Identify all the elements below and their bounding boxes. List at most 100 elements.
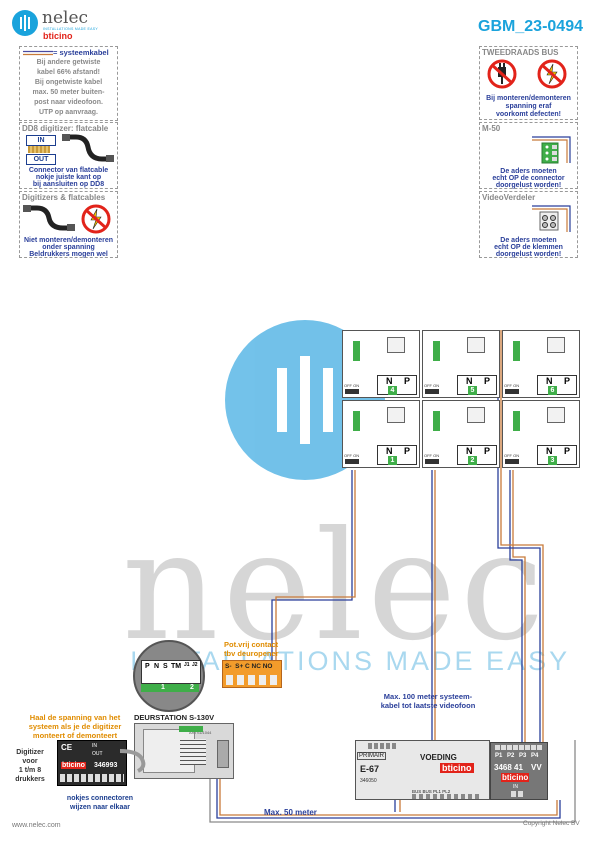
logo-icon [12,10,38,36]
np-box: N P 1 [377,445,417,465]
monitor-screen [387,337,405,353]
monitor-unit: OFF ON N P 2 [422,400,500,468]
power-voeding: VOEDING [420,753,457,762]
vv-port-2: P2 [507,753,515,759]
monitor-switch [345,459,359,464]
pin-p: P [145,663,150,670]
digitizer-side-4: drukkers [15,776,45,783]
door-station-knob [217,740,229,768]
monitor-screen [547,337,565,353]
np-box: N P 2 [457,445,497,465]
flatcable-graphic-2 [23,205,75,231]
note-systeemkabel: = systeemkabel Bij andere getwiste kabel… [19,46,118,121]
door-station-terminals [179,726,203,732]
dd8-out-label: OUT [26,154,56,165]
note-tweedraads: TWEEDRAADS BUS Bij monteren/demonteren s… [479,46,578,120]
flatcable-graphic [62,134,114,162]
vv-top-screws [495,745,543,750]
dd8-in-label: IN [26,135,56,146]
vv-brand: bticino [501,773,530,782]
dd8-connector-graphic [28,146,50,153]
digitizers-line-1: Niet monteren/demonteren [23,237,114,244]
pin-j2: J2 [192,662,198,668]
np-n: N [546,446,553,456]
np-box: N P 5 [457,375,497,395]
systeemkabel-title: = systeemkabel [53,48,109,57]
digitizer-note-3: monteert of demonteert [32,731,118,740]
videoverdeler-line-2: echt OP de klemmen [494,244,563,251]
pin-j1: J1 [184,662,190,668]
power-primair: PRIMAIR [357,752,387,760]
systeemkabel-line-1: Bij andere getwiste [36,59,101,66]
terminal-green-row: 1 2 [141,684,199,692]
m50-module [353,411,360,431]
np-n: N [466,376,473,386]
systeemkabel-line-5: post naar videofoon. [34,99,103,106]
doc-code: GBM_23-0494 [478,18,583,35]
digitizer-flatcable [120,749,146,773]
np-p: P [484,376,491,386]
monitor-switch [505,389,519,394]
digitizer-out: OUT [92,751,103,757]
np-n: N [466,446,473,456]
digitizer-terminals [60,774,124,782]
terminal-block: P N S TM J1 J2 [141,660,201,684]
monitor-switch [425,459,439,464]
digitizers-title: Digitizers & flatcables [22,193,106,202]
power-brand: bticino [440,763,474,773]
vv-in: IN [513,784,518,790]
pin-s: S [163,663,168,670]
power-art: 346050 [360,778,377,784]
contact-screws [226,675,280,685]
no-plug-icon [487,59,517,89]
np-p: P [404,446,411,456]
digitizer-model: 346993 [94,762,118,769]
header-logo: nelec INSTALLATIONS MADE EASY bticino [12,8,122,42]
pin-n: N [154,663,160,670]
footer-website: www.nelec.com [12,822,61,829]
np-box: N P 4 [377,375,417,395]
vv-port-4: P4 [531,753,539,759]
np-p: P [564,446,571,456]
cable-icon [23,50,53,56]
monitor-screen [387,407,405,423]
digitizer-side-3: 1 t/m 8 [18,767,42,774]
video-verdeler: P1 P2 P3 P4 3468 41 VV bticino IN [490,742,548,800]
vv-port-1: P1 [495,753,503,759]
tweedraads-title: TWEEDRAADS BUS [482,48,559,57]
np-box: N P 6 [537,375,577,395]
power-supply: PRIMAIR E-67 VOEDING bticino 346050 BUS … [355,740,490,800]
contact-terminal-block: S- S+ C NC NO [222,660,282,688]
np-p: P [404,376,411,386]
np-p: P [564,376,571,386]
pin-tm: TM [171,663,182,670]
digitizer-note-1: Haal de spanning van het [29,713,121,722]
systeemkabel-line-6: UTP op aanvraag. [38,109,98,116]
digitizer-module: CE IN OUT bticino 346993 [57,740,127,786]
m50-module [433,341,440,361]
door-station-grid [180,739,206,765]
np-p: P [484,446,491,456]
logo-name: nelec [42,8,89,28]
note-videoverdeler: VideoVerdeler De aders moeten echt OP de… [479,191,578,258]
monitor-off-on: OFF ON [424,453,440,458]
power-terminals: BUS BUS PL1 PL2 [412,789,451,794]
np-n: N [386,376,393,386]
vv-model: 3468 41 [494,763,523,772]
distance-label: Max. 50 meter [264,808,317,817]
door-station-title: DEURSTATION S-130V [134,713,215,722]
monitor-switch [345,389,359,394]
tweedraads-line-2: spanning eraf [505,103,552,110]
power-bottom-terminals [412,794,482,799]
contact-title-1: Pot.vrij contact [224,640,279,649]
digitizer-side-2: voor [22,758,38,765]
monitor-off-on: OFF ON [344,383,360,388]
digitizer-brand: bticino [61,762,86,769]
videoverdeler-terminal-graphic [532,205,571,232]
digitizers-line-2: onder spanning [42,244,95,251]
m50-module [513,411,520,431]
monitor-off-on: OFF ON [424,383,440,388]
contact-terminal-labels: S- S+ C NC NO [225,663,273,670]
monitor-unit-number: 3 [548,456,557,465]
videoverdeler-line-1: De aders moeten [500,237,557,244]
